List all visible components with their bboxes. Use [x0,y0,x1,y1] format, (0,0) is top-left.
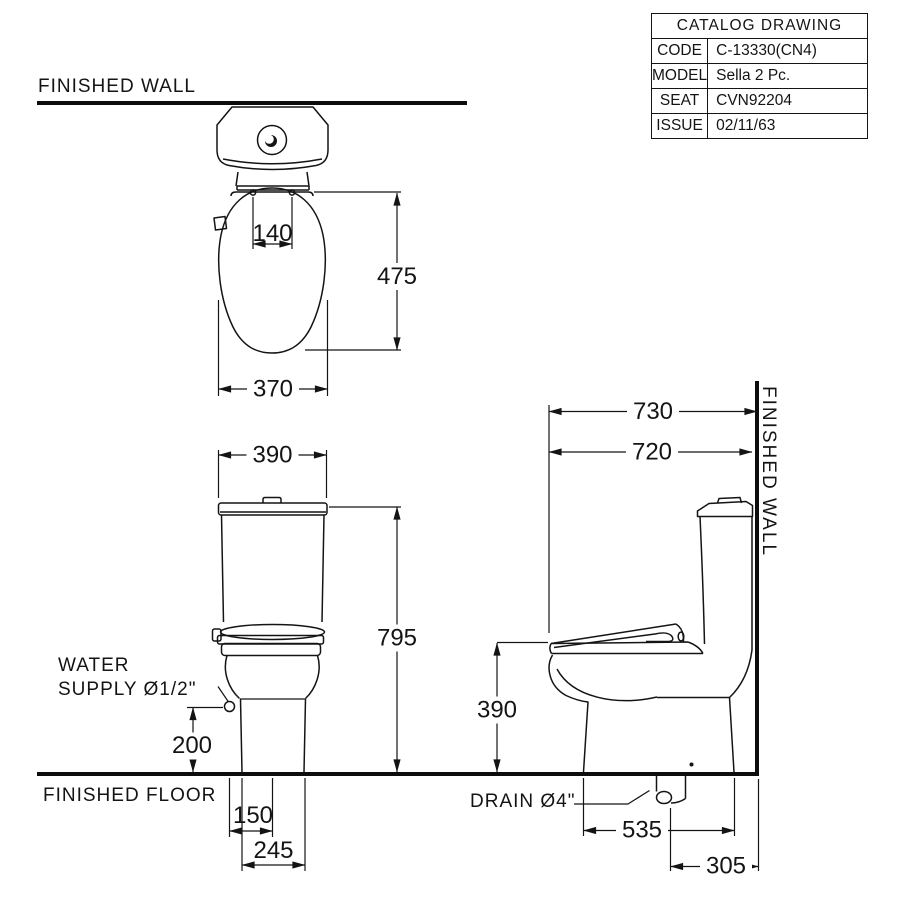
side-view-drain-pipe [655,776,687,804]
dim-bowl-width: 370 [253,376,293,403]
top-view-hinge-bar [236,185,310,191]
title-block-value-seat: CVN92204 [707,88,868,115]
finished-wall-top-label: FINISHED WALL [38,76,196,97]
title-block-row-seat: SEAT CVN92204 [650,88,868,115]
front-view-tank-sides [220,514,325,623]
dim-390f-label-mask [246,441,299,469]
side-view-lid-back-edge [675,623,685,642]
dim-drain-to-wall: 305 [706,853,746,880]
top-view-dimensions: 140 475 370 [217,191,423,403]
title-block-row-model: MODEL Sella 2 Pc. [650,63,868,90]
front-view-dimensions: 390 795 200 150 245 [167,441,423,871]
side-view-tank-body [699,516,753,650]
water-supply-label-line1: WATER [58,655,130,676]
title-block-row-code: CODE C-13330(CN4) [650,38,868,65]
dim-bowl-height: 390 [477,697,517,724]
side-view-tank-lid [696,500,754,518]
title-block-value-model: Sella 2 Pc. [707,63,868,90]
front-view-pedestal-sides [239,698,307,773]
side-view-bowl-back-and-foot [657,649,753,773]
wall-floor-lines [37,101,759,776]
side-view-bowl-inner-curve [556,668,658,702]
dim-depth-body: 720 [632,439,672,466]
dim-200-label-mask [167,732,217,760]
front-view-bowl-dome [224,655,320,700]
dim-535-label-mask [616,816,668,844]
dim-730-label-mask [627,398,679,425]
top-view-flush-button-ring [256,124,288,156]
front-view-flush-button [262,496,282,503]
top-view-seat-back-edge [230,191,314,197]
dim-tank-width: 390 [252,442,292,469]
dim-475-extension-lines [305,191,401,351]
title-block-table: CATALOG DRAWING CODE C-13330(CN4) MODEL … [650,12,868,140]
top-view-toilet [213,106,329,354]
dim-370-extension-lines [217,300,329,396]
title-block-value-code: C-13330(CN4) [707,38,868,65]
side-view-lid-inner-and-hinge-lump [553,632,674,649]
title-block-label-code: CODE [650,38,709,65]
top-view-tank-lid-inner-curve [222,158,323,165]
title-block-label-issue: ISSUE [650,113,709,140]
title-block-header-row: CATALOG DRAWING [651,12,868,40]
water-supply-label-line2: SUPPLY Ø1/2" [58,679,196,700]
finished-wall-side-label: FINISHED WALL [758,386,779,557]
side-view-dimensions: 730 720 390 535 305 [471,398,760,880]
side-view-drain-pipe-opening [655,790,673,805]
dim-base-depth: 535 [622,817,662,844]
text-labels: FINISHED WALL FINISHED FLOOR WATER SUPPL… [38,76,779,812]
top-view-tank-taper-lines [235,171,310,187]
dim-370-label-mask [247,375,299,403]
finished-floor-and-side-wall-line [37,381,759,776]
side-view-toilet [548,496,754,805]
dim-720-label-mask [626,439,678,465]
dim-water-supply-offset: 150 [233,802,273,829]
dim-305-extension-lines [669,779,760,871]
title-block-row-issue: ISSUE 02/11/63 [650,113,868,140]
dim-150-extension-lines [228,778,274,837]
front-view-bowl-rim-band [220,642,322,657]
drain-leader-line [574,789,650,805]
water-supply-leader-line [217,686,229,703]
dim-base-width: 245 [253,837,293,864]
front-view-seat-ellipse [219,623,326,641]
dim-water-supply-height: 200 [172,732,212,759]
dim-305-label-mask [700,852,752,880]
title-block-value-issue: 02/11/63 [707,113,868,140]
side-view-flush-button [716,496,743,504]
dim-475-label-mask [371,263,423,290]
dim-140-extension-lines [252,197,293,249]
side-view-seat-band [549,641,704,655]
dim-245-extension-lines [241,778,306,871]
title-block-title: CATALOG DRAWING [651,12,868,40]
top-view-seat-lid-oval [217,187,327,354]
top-view-tank-lid-outline [216,106,329,171]
dim-535-extension-lines [582,778,736,836]
dim-overall-depth: 730 [633,398,673,425]
side-view-lid-top-slope [550,623,677,645]
dim-390s-label-mask [471,696,523,724]
dim-hinge-spacing: 140 [252,220,292,247]
dim-795-label-mask [371,624,423,652]
dim-bowl-length: 475 [377,263,417,290]
title-block-label-model: MODEL [650,63,709,90]
side-view-fixing-dot [689,762,694,767]
drain-label: DRAIN Ø4" [470,791,575,812]
top-view-flush-button-highlight [264,134,274,144]
dim-overall-height: 795 [377,625,417,652]
top-view-side-lever [213,215,228,231]
front-view-tank-lid [217,502,328,516]
side-view-bowl-front-profile [548,654,589,773]
finished-floor-label: FINISHED FLOOR [43,785,216,806]
front-view-water-supply-point [223,700,236,713]
title-block-label-seat: SEAT [650,88,709,115]
front-view-toilet [211,496,328,773]
